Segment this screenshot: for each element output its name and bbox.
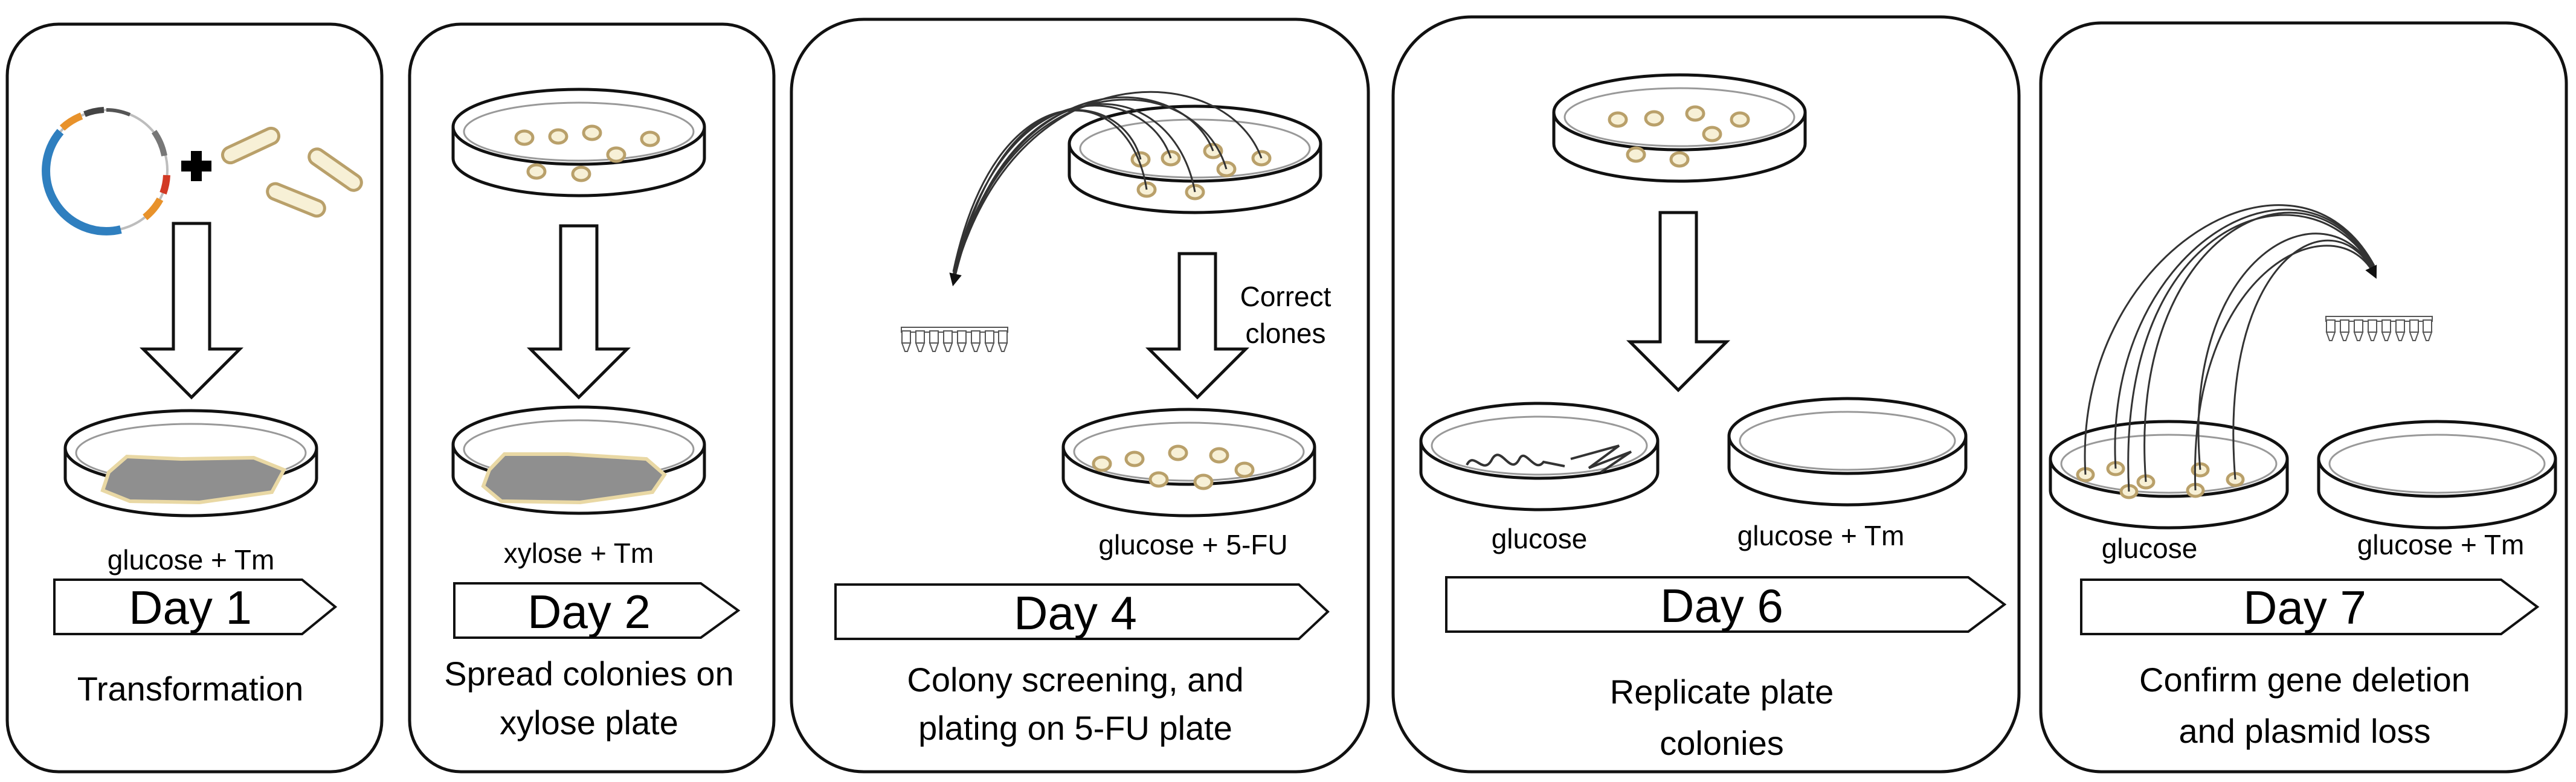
- step-description-line-2: xylose plate: [500, 703, 678, 742]
- arrow-note-line-1: Correct: [1240, 281, 1331, 312]
- day-label: Day 7: [2243, 581, 2366, 634]
- step-description-line-2: and plasmid loss: [2178, 712, 2430, 750]
- petri-dish: [451, 405, 706, 515]
- panel-border: [1391, 15, 2021, 774]
- day-tag: [834, 583, 1330, 640]
- plate-label-left: glucose: [2102, 533, 2198, 564]
- panel-day-4: Correct clones glucose + 5-FU Day 4 Colo…: [790, 18, 1370, 774]
- plate-label-right: glucose + Tm: [2357, 529, 2525, 560]
- day-label: Day 6: [1660, 579, 1783, 632]
- petri-dish: [2317, 420, 2557, 530]
- step-description-line-2: plating on 5-FU plate: [918, 709, 1232, 747]
- down-arrow: [526, 224, 631, 400]
- petri-dish: [451, 88, 706, 197]
- day-tag: [53, 578, 338, 635]
- petri-dish: [63, 409, 318, 518]
- down-arrow: [1145, 252, 1250, 400]
- plus-icon: [181, 151, 211, 181]
- panel-day-1: glucose + Tm Day 1 Transformation: [5, 22, 384, 774]
- petri-dish: [1067, 104, 1322, 214]
- plate-label-right: glucose + Tm: [1737, 520, 1905, 551]
- plasmid-icon: [42, 107, 170, 236]
- plate-label-left: glucose: [1492, 523, 1588, 554]
- plate-label: xylose + Tm: [504, 537, 654, 569]
- colonies: [1608, 105, 1750, 168]
- day-label: Day 2: [527, 585, 651, 638]
- day-tag: [1445, 576, 2007, 633]
- petri-dish: [1727, 397, 1968, 507]
- step-description: Transformation: [77, 670, 304, 708]
- down-arrow: [139, 222, 244, 400]
- day-tag: [453, 582, 741, 639]
- colonies: [514, 124, 660, 182]
- colonies: [2076, 461, 2245, 499]
- bacteria-icon: [221, 126, 363, 218]
- petri-dish: [1419, 402, 1660, 511]
- down-arrow: [1626, 211, 1731, 393]
- panel-border: [5, 22, 384, 774]
- panel-day-2: xylose + Tm Day 2 Spread colonies on xyl…: [408, 22, 776, 774]
- step-description-line-1: Replicate plate: [1610, 673, 1834, 711]
- pcr-tube-strip-icon: [901, 327, 1008, 351]
- streak-marks: [1466, 444, 1632, 473]
- plate-label: glucose + 5-FU: [1098, 529, 1287, 560]
- petri-dish: [1552, 73, 1807, 183]
- panel-border: [790, 18, 1370, 774]
- panel-border: [2039, 21, 2568, 774]
- pcr-tube-strip-icon: [2326, 316, 2432, 341]
- pick-lines: [949, 91, 1263, 287]
- step-description-line-1: Colony screening, and: [907, 661, 1243, 699]
- step-description-line-1: Confirm gene deletion: [2139, 661, 2470, 699]
- petri-dish: [2049, 420, 2289, 530]
- day-tag: [2080, 578, 2540, 635]
- panel-border: [408, 22, 776, 774]
- step-description-line-2: colonies: [1660, 724, 1783, 762]
- petri-dish: [1061, 408, 1316, 518]
- day-label: Day 4: [1014, 586, 1137, 639]
- panel-day-6: glucose glucose + Tm Day 6 Replicate pla…: [1391, 15, 2021, 774]
- plate-label: glucose + Tm: [108, 544, 275, 575]
- pick-lines: [2084, 204, 2377, 492]
- day-label: Day 1: [129, 581, 252, 634]
- colonies: [1092, 444, 1255, 490]
- arrow-note-line-2: clones: [1246, 318, 1326, 349]
- panel-day-7: glucose glucose + Tm Day 7 Confirm gene …: [2039, 21, 2568, 774]
- step-description-line-1: Spread colonies on: [444, 655, 733, 693]
